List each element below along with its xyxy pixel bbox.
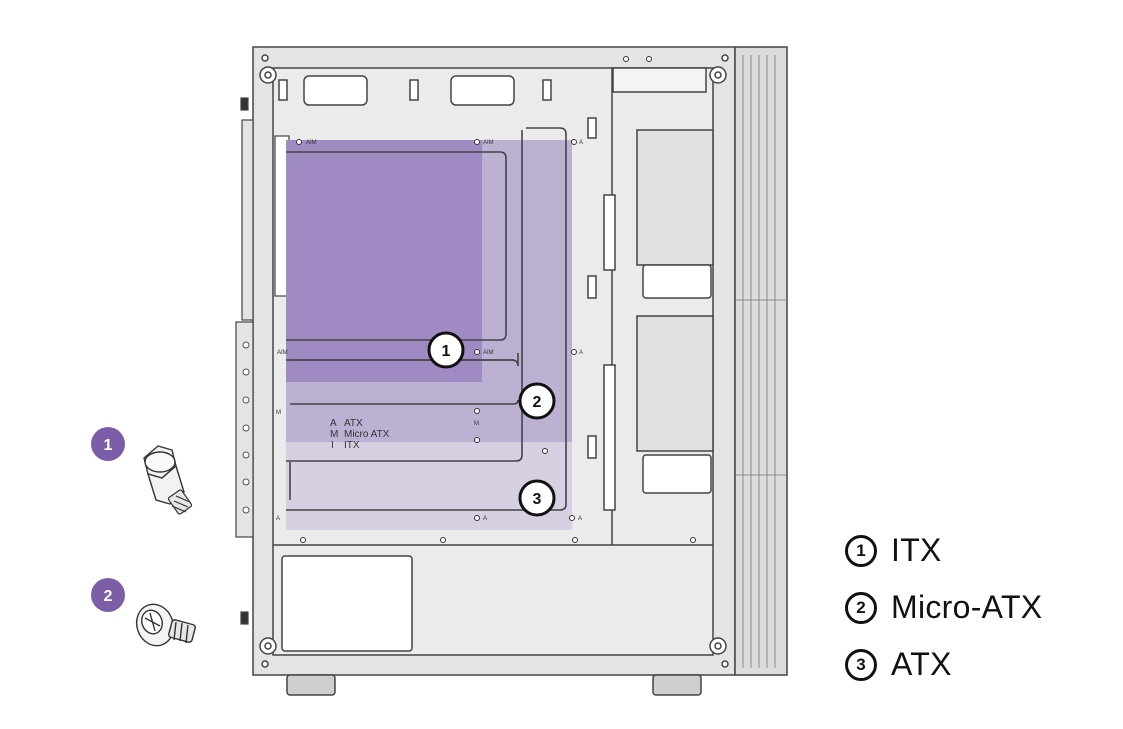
callout-number: 1 — [442, 343, 451, 360]
top-cutouts — [278, 67, 707, 106]
panel-key-text: Micro ATX — [344, 429, 390, 440]
mesh-pattern — [736, 55, 786, 668]
mount-holes — [296, 56, 696, 543]
atx-body-outline — [286, 127, 567, 511]
hole-label: A — [276, 516, 280, 522]
legend-atx: 3 ATX — [845, 646, 952, 683]
callout-1: 1 — [427, 331, 465, 369]
legend-label: ATX — [891, 646, 952, 682]
hole-label: A — [579, 140, 583, 146]
legend-number: 1 — [845, 534, 877, 567]
itx-outline — [286, 151, 507, 341]
hole-label: AIM — [483, 350, 494, 356]
foot-left — [286, 674, 336, 696]
expansion-slot-2 — [290, 399, 519, 405]
screw-badge-1: 1 — [91, 427, 125, 461]
callout-number: 2 — [533, 394, 542, 411]
hole-label: AIM — [483, 140, 494, 146]
hole-label: AIM — [277, 350, 288, 356]
phillips-screw-icon — [135, 603, 196, 647]
panel-key-text: ATX — [344, 418, 363, 429]
panel-key-code: A — [330, 418, 337, 429]
panel-key: A ATX M Micro ATX I ITX — [330, 418, 390, 451]
legend-itx: 1 ITX — [845, 532, 942, 569]
legend-number: 2 — [845, 591, 877, 624]
board-outlines — [286, 127, 567, 511]
hole-label: AIM — [306, 140, 317, 146]
legend-label: ITX — [891, 532, 942, 568]
screw-number: 1 — [104, 437, 113, 454]
matx-body-outline — [286, 130, 523, 462]
legend-label: Micro-ATX — [891, 589, 1043, 625]
callout-3: 3 — [518, 479, 556, 517]
case-feet — [286, 674, 702, 696]
panel-key-text: ITX — [344, 440, 360, 451]
panel-key-code: M — [330, 429, 338, 440]
hole-label: M — [474, 421, 479, 427]
psu-cutout — [281, 555, 413, 652]
callout-number: 3 — [533, 491, 542, 508]
panel-key-code: I — [331, 440, 334, 451]
hole-label: A — [578, 516, 582, 522]
legend-number: 3 — [845, 648, 877, 681]
screw-number: 2 — [104, 588, 113, 605]
foot-right — [652, 674, 702, 696]
corner-screws — [259, 54, 729, 668]
hole-label: M — [276, 410, 281, 416]
callout-2: 2 — [518, 382, 556, 420]
legend-micro-atx: 2 Micro-ATX — [845, 589, 1042, 626]
standoff-screw-icon — [143, 445, 193, 515]
rear-io-bracket — [235, 97, 254, 625]
hole-label: A — [579, 350, 583, 356]
hole-label: A — [483, 516, 487, 522]
front-mesh-panel — [734, 46, 788, 676]
drive-bays — [587, 117, 714, 511]
screw-badge-2: 2 — [91, 578, 125, 612]
bracket-holes — [242, 341, 250, 514]
